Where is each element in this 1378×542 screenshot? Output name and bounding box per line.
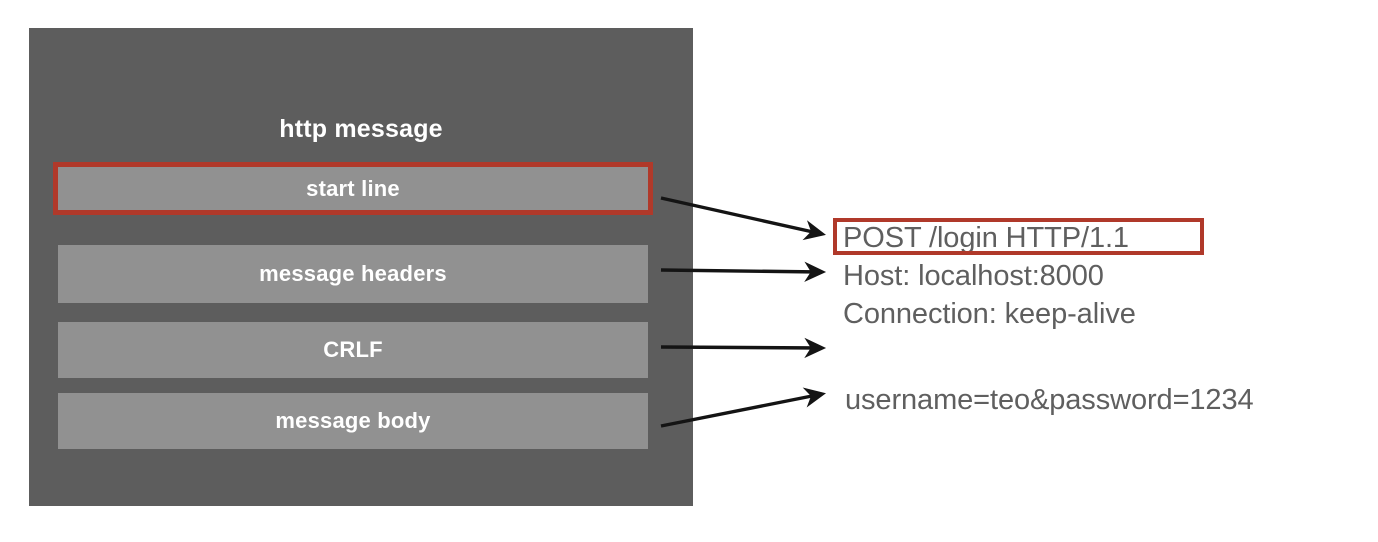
http-message-panel: http message start line message headers …	[29, 28, 693, 506]
raw-body-text: username=teo&password=1234	[845, 384, 1254, 416]
raw-header-line: Connection: keep-alive	[843, 298, 1136, 330]
message-part-label: message body	[275, 408, 431, 433]
raw-start-line-text: POST /login HTTP/1.1	[843, 222, 1129, 254]
message-part-label: start line	[306, 175, 400, 201]
message-part-start-line: start line	[53, 162, 653, 215]
message-part-crlf: CRLF	[58, 322, 648, 378]
message-part-message-body: message body	[58, 393, 648, 449]
message-part-label: CRLF	[323, 337, 383, 362]
message-part-message-headers: message headers	[58, 245, 648, 303]
raw-header-line: Host: localhost:8000	[843, 260, 1104, 292]
message-part-label: message headers	[259, 261, 447, 286]
raw-http-message: POST /login HTTP/1.1 Host: localhost:800…	[843, 219, 1136, 333]
page-title: http message	[279, 115, 443, 143]
